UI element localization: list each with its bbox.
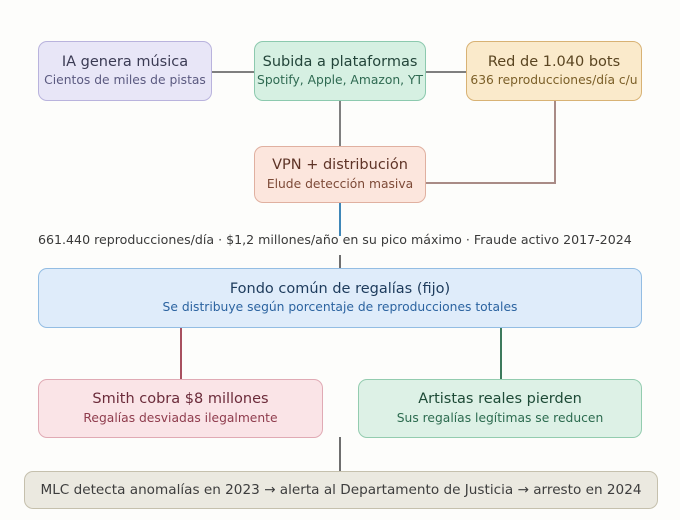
edge-smith-to-mlc (339, 437, 341, 472)
node-vpn-distribucion[interactable]: VPN + distribución Elude detección masiv… (254, 146, 426, 203)
node-ia-genera-musica[interactable]: IA genera música Cientos de miles de pis… (38, 41, 212, 101)
node-artistas-pierden[interactable]: Artistas reales pierden Sus regalías leg… (358, 379, 642, 438)
node-title: Subida a plataformas (262, 53, 418, 70)
edge-ia-to-subida (211, 71, 256, 73)
node-title: VPN + distribución (272, 157, 408, 174)
edge-annotation-to-fondo (339, 255, 341, 269)
edge-fondo-to-artistas (500, 327, 502, 379)
edge-subida-to-vpn (339, 100, 342, 146)
node-red-bots[interactable]: Red de 1.040 bots 636 reproducciones/día… (466, 41, 642, 101)
node-fondo-comun[interactable]: Fondo común de regalías (fijo) Se distri… (38, 268, 642, 328)
node-smith-cobra[interactable]: Smith cobra $8 millones Regalías desviad… (38, 379, 323, 438)
node-title: Red de 1.040 bots (487, 53, 621, 70)
node-subtitle: Sus regalías legítimas se reducen (396, 410, 604, 425)
node-subtitle: Elude detección masiva (266, 176, 414, 191)
edge-subida-to-bots (425, 71, 467, 73)
node-mlc-deteccion[interactable]: MLC detecta anomalías en 2023 → alerta a… (24, 471, 658, 509)
edge-vpn-to-fondo (339, 202, 341, 236)
node-title: MLC detecta anomalías en 2023 → alerta a… (40, 481, 642, 498)
node-title: Smith cobra $8 millones (92, 391, 269, 408)
edge-bots-to-vpn-vertical (554, 100, 556, 184)
edge-bots-to-vpn-horizontal (424, 182, 556, 184)
node-title: IA genera música (61, 53, 189, 70)
node-subtitle: Se distribuye según porcentaje de reprod… (162, 300, 518, 315)
edge-fondo-to-smith (180, 327, 182, 379)
flow-annotation: 661.440 reproducciones/día · $1,2 millon… (38, 232, 632, 247)
node-subtitle: 636 reproducciones/día c/u (470, 73, 638, 88)
node-subtitle: Cientos de miles de pistas (44, 73, 206, 88)
node-title: Fondo común de regalías (fijo) (229, 280, 451, 297)
node-subtitle: Regalías desviadas ilegalmente (83, 410, 278, 425)
node-title: Artistas reales pierden (418, 391, 582, 408)
node-subida-plataformas[interactable]: Subida a plataformas Spotify, Apple, Ama… (254, 41, 426, 101)
node-subtitle: Spotify, Apple, Amazon, YT (257, 73, 423, 88)
